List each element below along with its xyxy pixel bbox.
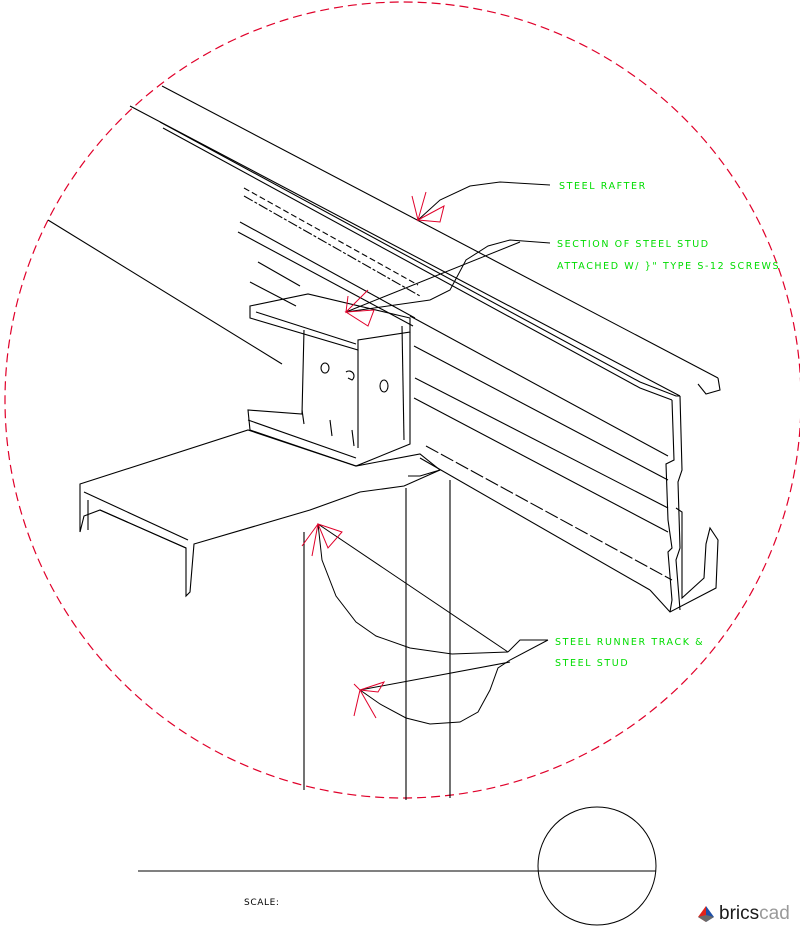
steel-rafter <box>129 85 721 613</box>
wall-edge-line <box>47 219 283 365</box>
leader-steel-stud <box>344 239 551 327</box>
detail-boundary-circle <box>4 1 800 799</box>
label-steel-rafter: STEEL RAFTER <box>559 181 647 192</box>
label-steel-stud: STEEL STUD <box>555 658 630 669</box>
detail-number-bubble <box>537 806 657 926</box>
label-runner-track: STEEL RUNNER TRACK & <box>555 637 705 648</box>
steel-runner-track <box>79 429 451 800</box>
steel-stud-section <box>247 293 411 467</box>
label-section-steel-stud: SECTION OF STEEL STUD <box>557 239 710 250</box>
logo-text-brics: brics <box>719 903 760 924</box>
bricscad-logo-icon <box>698 906 714 922</box>
logo-text-cad: cad <box>759 903 790 924</box>
leader-steel-rafter <box>411 181 551 223</box>
scale-label: SCALE: <box>244 898 280 908</box>
label-screws-attachment: ATTACHED W/ }" TYPE S-12 SCREWS <box>557 261 781 272</box>
title-block <box>138 806 657 926</box>
leader-runner-track <box>301 523 549 725</box>
